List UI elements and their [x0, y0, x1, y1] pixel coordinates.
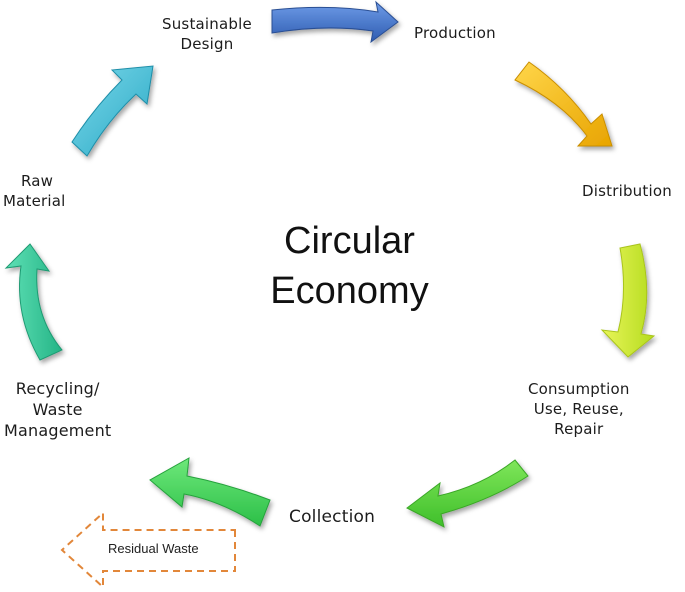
label-consumption: Consumption Use, Reuse, Repair — [528, 379, 630, 439]
label-production-line1: Production — [414, 24, 496, 42]
label-recycling-line1: Recycling/ — [15, 379, 100, 398]
label-raw-material-line1: Raw — [21, 172, 54, 190]
label-sustainable-design-line2: Design — [180, 35, 234, 53]
label-raw-material-line2: Material — [3, 192, 66, 210]
label-raw-material: Raw Material — [3, 171, 66, 211]
arrow-collection-to-recycling — [149, 457, 271, 527]
residual-waste-arrow — [60, 510, 236, 590]
arrow-design-to-production — [271, 0, 399, 44]
center-title-line1: Circular — [284, 220, 415, 262]
arrow-recycling-to-raw — [4, 243, 63, 361]
label-distribution: Distribution — [582, 181, 672, 201]
label-recycling: Recycling/ Waste Management — [4, 378, 111, 441]
label-consumption-line2: Use, Reuse, — [533, 400, 624, 418]
label-recycling-line3: Management — [4, 421, 112, 440]
label-sustainable-design: Sustainable Design — [162, 14, 252, 54]
arrow-consumption-to-collection — [406, 459, 529, 528]
arrow-production-to-distribution — [514, 61, 613, 147]
center-title-line2: Economy — [270, 270, 429, 312]
label-collection: Collection — [289, 507, 375, 527]
residual-waste-label: Residual Waste — [108, 541, 199, 556]
label-recycling-line2: Waste — [32, 400, 83, 419]
label-production: Production — [414, 23, 496, 43]
label-collection-line1: Collection — [289, 507, 376, 527]
label-consumption-line1: Consumption — [528, 380, 630, 398]
label-consumption-line3: Repair — [554, 420, 604, 438]
arrow-raw-to-design — [71, 65, 154, 157]
label-sustainable-design-line1: Sustainable — [162, 15, 252, 33]
arrow-distribution-to-consumption — [600, 243, 656, 358]
label-distribution-line1: Distribution — [582, 182, 672, 200]
